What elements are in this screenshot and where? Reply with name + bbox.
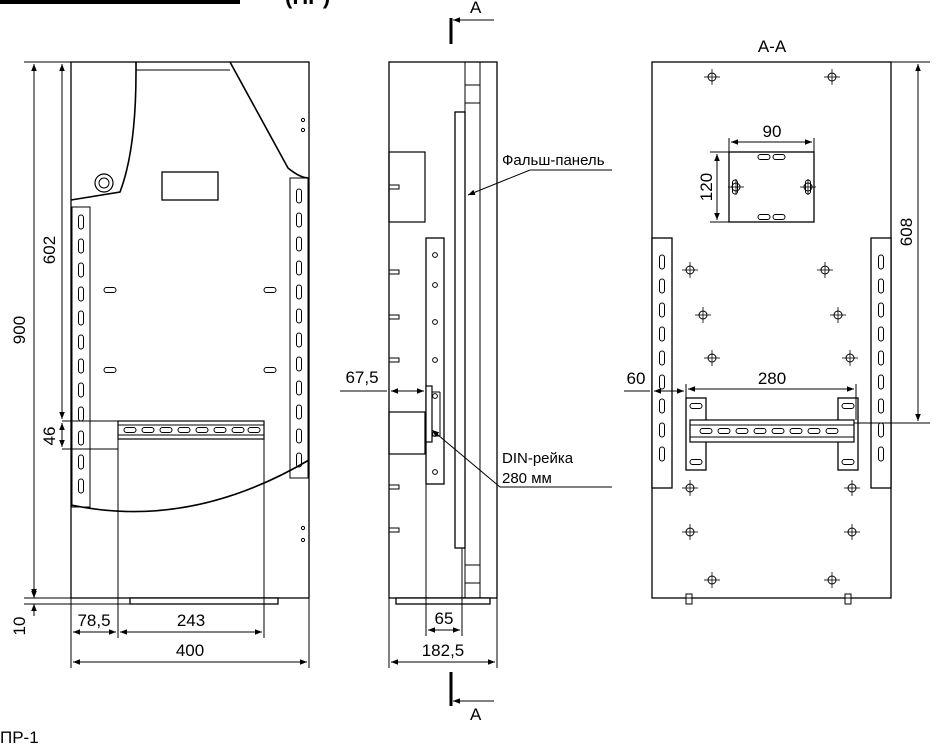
dim-base-gap: 10 <box>10 617 29 636</box>
dim-box-height: 120 <box>697 173 716 201</box>
section-mark-top-letter: А <box>470 0 482 17</box>
front-din-rail <box>117 420 265 440</box>
section-view: А-А <box>624 37 930 605</box>
dim-width-total: 400 <box>176 641 204 660</box>
door-right-curve <box>229 61 310 179</box>
footer-code: ПР-1 <box>0 728 39 747</box>
dim-rail-280: 280 <box>758 369 786 388</box>
heading-fragment: (ПР) <box>0 0 330 9</box>
section-back-panel <box>651 61 892 599</box>
dim-height-upper: 602 <box>40 236 59 264</box>
side-mount-strip <box>425 237 445 485</box>
dim-left-offset: 78,5 <box>77 611 110 630</box>
false-panel <box>454 111 466 549</box>
front-window <box>161 171 219 201</box>
dim-rail-gap: 46 <box>40 427 59 446</box>
door-left-curve <box>70 62 137 201</box>
section-right-rail <box>870 237 892 489</box>
section-left-rail <box>651 237 673 489</box>
section-mark-bottom-letter: А <box>470 705 482 724</box>
label-false-panel: Фальш-панель <box>502 152 605 169</box>
dim-height-608: 608 <box>897 218 916 246</box>
dim-rail-depth: 67,5 <box>345 368 378 387</box>
dim-panel-offset: 65 <box>435 609 454 628</box>
side-view: А Фал <box>340 0 612 724</box>
front-left-rail <box>71 206 91 508</box>
front-cabinet-body <box>70 61 310 599</box>
dim-rail-width: 243 <box>177 611 205 630</box>
dim-box-width: 90 <box>763 122 782 141</box>
front-right-rail <box>289 177 309 479</box>
label-din-rail-2: 280 мм <box>502 470 552 487</box>
side-din-rail <box>425 385 433 443</box>
label-din-rail-1: DIN-рейка <box>502 450 574 467</box>
door-bottom-curve <box>70 459 310 513</box>
heading-fragment-text: (ПР) <box>285 0 330 9</box>
dim-depth-total: 182,5 <box>422 641 465 660</box>
front-plinth <box>129 597 279 605</box>
section-title: А-А <box>758 37 787 56</box>
dim-height-total: 900 <box>10 316 29 344</box>
dim-left-60: 60 <box>627 369 646 388</box>
lock-icon <box>94 173 114 193</box>
front-view: 900 602 46 10 78,5 243 400 <box>10 61 310 668</box>
